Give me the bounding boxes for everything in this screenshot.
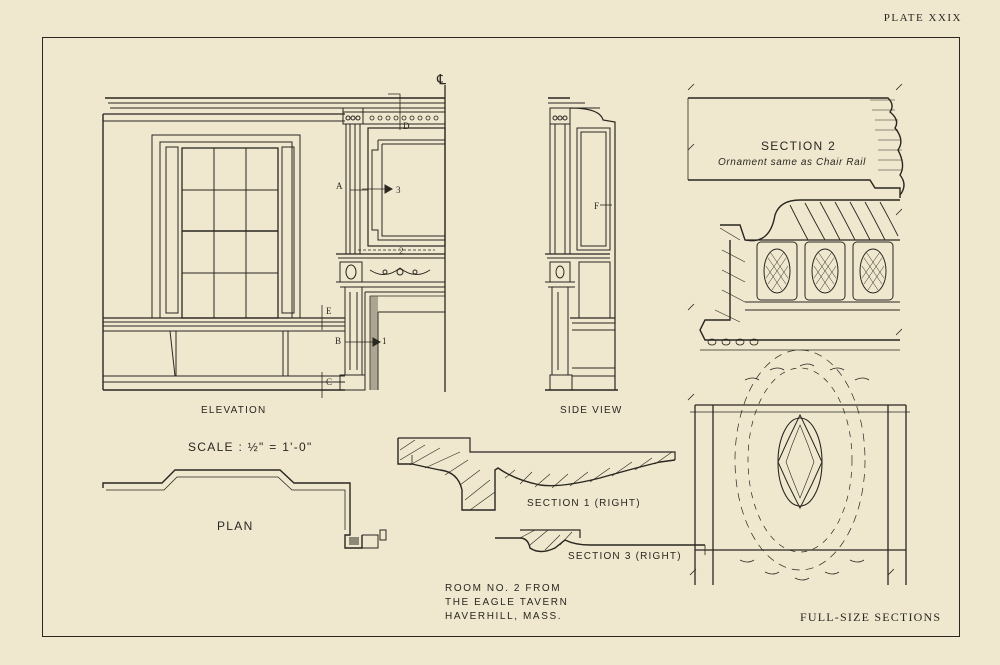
elevation-label: ELEVATION bbox=[201, 405, 267, 416]
center-line-mark: ℄ bbox=[437, 73, 446, 88]
marker-2: 2 bbox=[399, 246, 404, 256]
drawing-frame bbox=[42, 37, 960, 637]
section-break-marks bbox=[687, 83, 903, 576]
caption-line-3: HAVERHILL, MASS. bbox=[445, 611, 563, 622]
marker-a: A bbox=[336, 181, 343, 191]
ornament-rosette bbox=[690, 349, 910, 585]
section-3-label: SECTION 3 (RIGHT) bbox=[568, 551, 682, 562]
scale-label: SCALE : ½" = 1'-0" bbox=[188, 440, 313, 454]
plan-label: PLAN bbox=[217, 519, 254, 533]
section-2-note: Ornament same as Chair Rail bbox=[718, 157, 866, 168]
full-size-sections-label: FULL-SIZE SECTIONS bbox=[800, 610, 942, 624]
marker-b: B bbox=[335, 336, 342, 346]
elevation-drawing bbox=[102, 85, 446, 398]
caption-line-1: ROOM NO. 2 FROM bbox=[445, 583, 562, 594]
section-1-profile bbox=[397, 437, 676, 511]
marker-3: 3 bbox=[396, 185, 401, 195]
section-3-profile bbox=[495, 529, 706, 555]
marker-1: 1 bbox=[382, 336, 387, 346]
marker-f: F bbox=[594, 201, 600, 211]
section-2-label: SECTION 2 bbox=[761, 139, 837, 153]
plate-caption: ROOM NO. 2 FROM THE EAGLE TAVERN HAVERHI… bbox=[445, 582, 568, 624]
caption-line-2: THE EAGLE TAVERN bbox=[445, 597, 569, 608]
marker-e: E bbox=[326, 306, 332, 316]
side-view-label: SIDE VIEW bbox=[560, 405, 623, 416]
section-1-label: SECTION 1 (RIGHT) bbox=[527, 498, 641, 509]
marker-d: D bbox=[403, 121, 410, 131]
marker-c: C bbox=[326, 377, 333, 387]
plan-drawing bbox=[102, 469, 387, 549]
plate-number: PLATE XXIX bbox=[883, 12, 962, 24]
section-2-profile bbox=[687, 97, 905, 351]
side-view-drawing bbox=[545, 97, 618, 391]
